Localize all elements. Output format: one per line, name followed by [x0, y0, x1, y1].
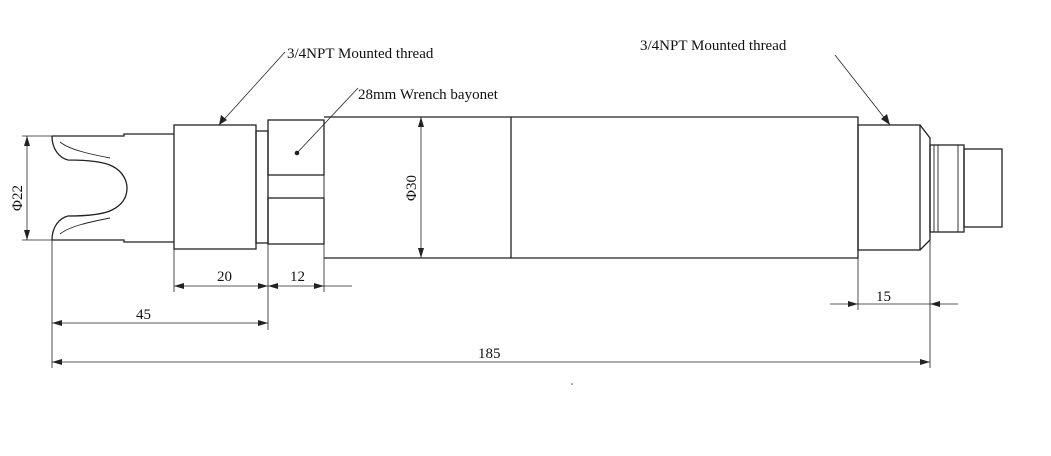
dim-length-12: [268, 244, 352, 292]
dim-label-20: 20: [217, 269, 232, 285]
bayonet-side-lines: [267, 175, 325, 198]
wrench-leader: [296, 87, 359, 154]
dim-length-185: [52, 359, 930, 365]
dim-length-45: [51, 240, 268, 368]
dim-label-185: 185: [478, 346, 501, 362]
bayonet-upper-flat: [267, 119, 325, 176]
right-thread-block: [857, 124, 921, 251]
wrench-bayonet: [267, 119, 325, 245]
labels: 3/4NPT Mounted thread 28mm Wrench bayone…: [10, 38, 891, 362]
left-thread-label: 3/4NPT Mounted thread: [287, 46, 434, 62]
dim-label-d30: Φ30: [404, 175, 420, 201]
dimension-lines: [22, 117, 958, 385]
dim-label-15: 15: [876, 289, 891, 305]
right-thread-section: [857, 124, 931, 251]
wrench-bayonet-label: 28mm Wrench bayonet: [358, 87, 499, 103]
tip-notch-inner: [59, 141, 111, 235]
dim-label-12: 12: [290, 269, 305, 285]
left-thread-leader-arrow: [219, 115, 227, 125]
dim-length-20: [173, 244, 269, 330]
callout-leaders: [218, 51, 891, 154]
right-thread-label: 3/4NPT Mounted thread: [640, 38, 787, 54]
stray-mark: [571, 383, 573, 385]
probe-tip: [51, 133, 174, 243]
dim-label-45: 45: [136, 307, 151, 323]
cable-connector: [929, 144, 1003, 233]
right-thread-leader-arrow: [881, 114, 890, 125]
connector-nut: [929, 144, 965, 233]
connector-knurl-lines: [933, 145, 959, 232]
bayonet-lower-flat: [267, 197, 325, 245]
left-thread-block: [173, 124, 257, 250]
tip-notch-outline: [51, 135, 128, 241]
right-thread-leader: [834, 54, 891, 126]
dim-diameter-30: [418, 117, 424, 258]
dim-length-15: [830, 240, 958, 368]
probe-body: [51, 116, 1003, 259]
left-thread-leader: [218, 51, 286, 126]
dim-diameter-22: [22, 135, 120, 241]
right-chamfer: [919, 124, 931, 251]
neck-ring: [255, 130, 269, 244]
connector-plug: [963, 148, 1003, 228]
dim-label-d22: Φ22: [10, 185, 26, 211]
